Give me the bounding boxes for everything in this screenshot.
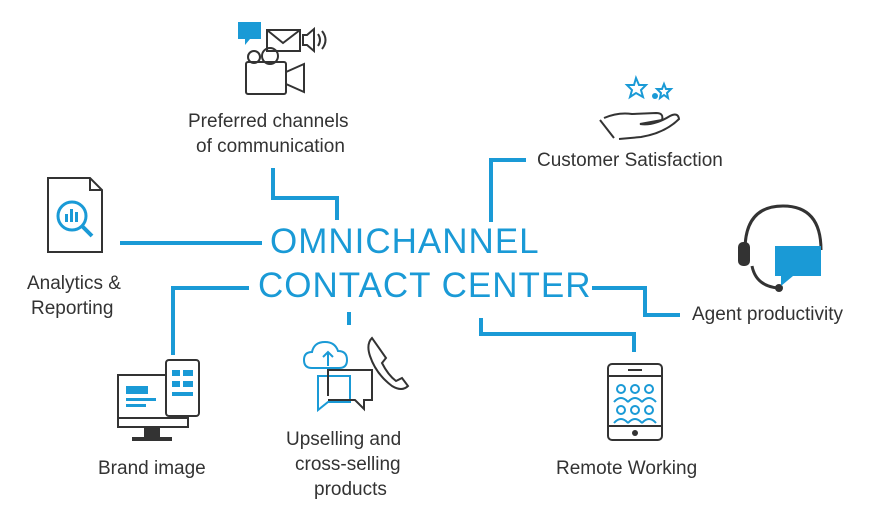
phone-icon bbox=[367, 336, 410, 390]
mobile-team-icon bbox=[607, 363, 663, 441]
chat-icon bbox=[238, 22, 261, 45]
connector-preferred-channels bbox=[271, 168, 339, 220]
video-camera-icon bbox=[245, 47, 305, 95]
speaker-icon bbox=[302, 26, 327, 54]
preferred-channels-label-line-2: of communication bbox=[196, 136, 345, 157]
chat-bubbles-icon bbox=[317, 369, 373, 413]
hand-stars-icon bbox=[599, 75, 681, 140]
connector-customer-satisfaction bbox=[489, 158, 526, 222]
upselling-label-line-1: Upselling and bbox=[286, 429, 402, 450]
analytics-label-line-1: Analytics & bbox=[27, 273, 121, 294]
upselling-label-line-3: products bbox=[314, 479, 387, 500]
connector-lines bbox=[120, 158, 680, 355]
title-line-2: CONTACT CENTER bbox=[258, 266, 592, 305]
report-magnifier-icon bbox=[47, 177, 103, 253]
upselling-label-line-2: cross-selling bbox=[295, 454, 401, 475]
mail-icon bbox=[266, 29, 301, 52]
analytics-label-line-2: Reporting bbox=[31, 298, 114, 319]
agent-productivity-label: Agent productivity bbox=[692, 304, 844, 325]
preferred-channels-label-line-1: Preferred channels bbox=[188, 111, 349, 132]
title-line-1: OMNICHANNEL bbox=[270, 222, 540, 261]
monitor-mobile-icon bbox=[117, 359, 200, 441]
cloud-upload-icon bbox=[302, 340, 349, 369]
remote-working-label: Remote Working bbox=[556, 458, 698, 479]
connector-agent-productivity bbox=[592, 286, 680, 317]
customer-satisfaction-label: Customer Satisfaction bbox=[537, 150, 723, 171]
brand-image-label: Brand image bbox=[98, 458, 206, 479]
connector-brand-image bbox=[171, 286, 249, 355]
connector-remote-working bbox=[479, 318, 636, 352]
headset-icon bbox=[738, 204, 823, 292]
